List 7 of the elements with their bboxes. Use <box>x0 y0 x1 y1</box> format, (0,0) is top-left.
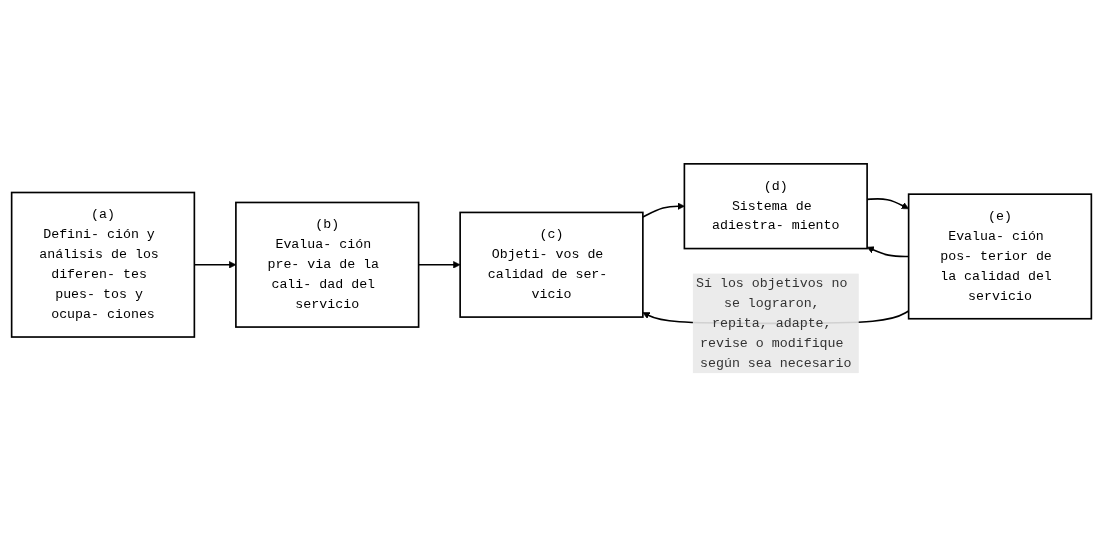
arrow <box>642 202 685 218</box>
node-box: (d) Sistema de adiestra- miento <box>683 163 868 250</box>
node-box: (a) Defini- ción y análisis de los diferen- tes pues- tos y ocupa- ciones <box>10 191 196 338</box>
edge-label: Sí los objetivos no se lograron, repita, adapte, revise o modifique según sea necesario <box>696 275 852 371</box>
node-box: (b) Evalua- ción pre- via de la cali- dad del servicio <box>235 201 420 328</box>
node-box: (e) Evalua- ción pos- terior de la calidad del servicio <box>907 193 1093 320</box>
node-box: (c) Objeti- vos de calidad de ser- vicio <box>459 211 644 318</box>
